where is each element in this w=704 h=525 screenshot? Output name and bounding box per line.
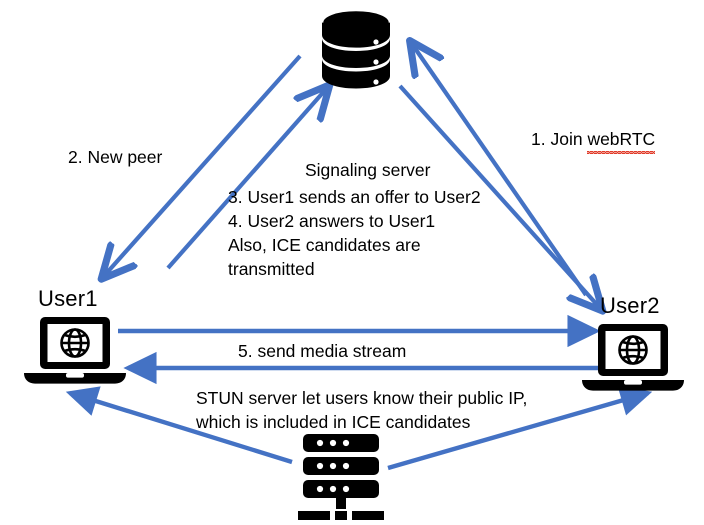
signaling-block-heading: Signaling server — [305, 160, 431, 180]
user2-label: User2 — [600, 293, 660, 318]
user2-node[interactable] — [578, 322, 688, 399]
laptop-globe-icon — [24, 317, 126, 384]
server-rack-icon — [298, 434, 384, 520]
signaling-block-line-4: transmitted — [228, 259, 315, 279]
stun-block-line-2: which is included in ICE candidates — [196, 412, 471, 432]
label-media-stream: 5. send media stream — [238, 341, 407, 361]
laptop-globe-icon — [582, 324, 684, 391]
arrow-signaling-to-user2 — [398, 84, 600, 308]
signaling-block-line-3: Also, ICE candidates are — [228, 235, 421, 255]
arrow-stun-to-user1 — [65, 386, 293, 465]
user1-node[interactable] — [20, 315, 130, 392]
arrow-user2-to-signaling — [412, 44, 588, 297]
stun-server-node[interactable] — [292, 432, 390, 525]
label-join-webrtc: 1. Join webRTC — [531, 128, 656, 154]
user1-label: User1 — [38, 286, 98, 311]
stun-block-line-1: STUN server let users know their public … — [196, 388, 528, 408]
signaling-block-line-1: 3. User1 sends an offer to User2 — [228, 187, 481, 207]
arrow-stun-to-user2 — [387, 385, 653, 471]
label-webrtc-misspelled: webRTC — [587, 129, 656, 154]
signaling-server-node[interactable] — [316, 8, 396, 99]
database-icon — [320, 8, 392, 89]
arrow-user1-to-signaling — [166, 88, 327, 270]
label-new-peer: 2. New peer — [68, 147, 163, 167]
signaling-block-line-2: 4. User2 answers to User1 — [228, 211, 436, 231]
arrow-signaling-to-user1 — [104, 54, 302, 276]
label-join-text: 1. Join — [531, 129, 588, 149]
